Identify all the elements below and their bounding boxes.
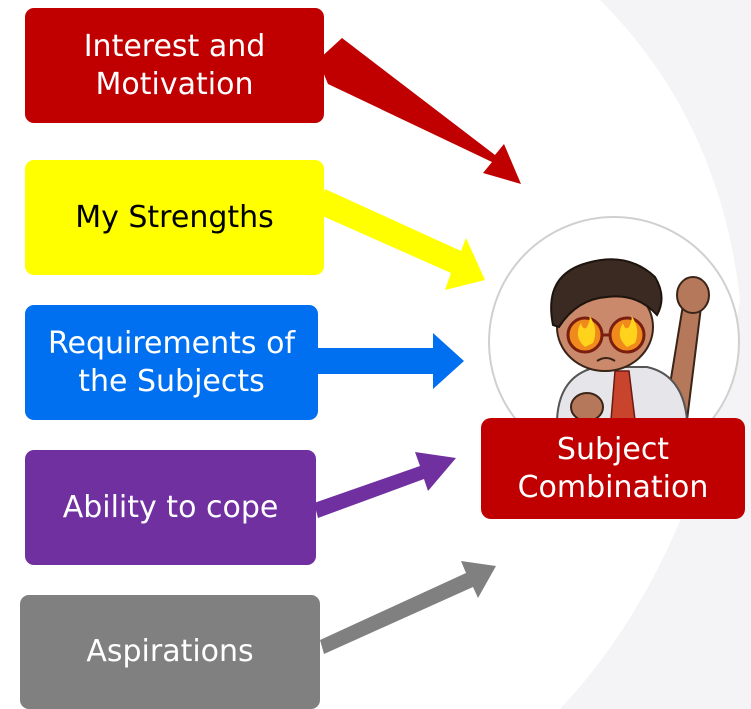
- arrow-strengths: [318, 189, 485, 290]
- factor-label-aspirations: Aspirations: [86, 634, 254, 669]
- arrow-aspirations: [320, 561, 496, 654]
- arrow-requirements: [318, 333, 464, 389]
- factor-box-aspirations: Aspirations: [20, 595, 320, 709]
- factor-label-strengths: My Strengths: [75, 199, 274, 235]
- arrow-ability: [314, 452, 456, 518]
- arrow-interest: [318, 38, 521, 184]
- factor-box-requirements: Requirements of the Subjects: [25, 305, 318, 420]
- background-panel-shape: [560, 0, 751, 709]
- avatar-hair: [550, 258, 663, 329]
- avatar-raised-fist: [676, 276, 710, 314]
- avatar-flame-right: [619, 315, 638, 347]
- subject-combination-label: Subject Combination: [517, 431, 709, 505]
- factor-label-requirements: Requirements of the Subjects: [47, 325, 296, 399]
- factor-label-ability: Ability to cope: [62, 489, 279, 525]
- factor-box-ability: Ability to cope: [25, 450, 316, 565]
- factor-box-strengths: My Strengths: [25, 160, 324, 275]
- avatar-mouth: [596, 357, 616, 362]
- factor-label-interest: Interest and Motivation: [83, 28, 266, 102]
- avatar-lower-fist: [570, 392, 604, 422]
- factor-box-interest: Interest and Motivation: [25, 8, 324, 123]
- subject-combination-box: Subject Combination: [481, 418, 745, 519]
- avatar-flame-left: [577, 315, 596, 347]
